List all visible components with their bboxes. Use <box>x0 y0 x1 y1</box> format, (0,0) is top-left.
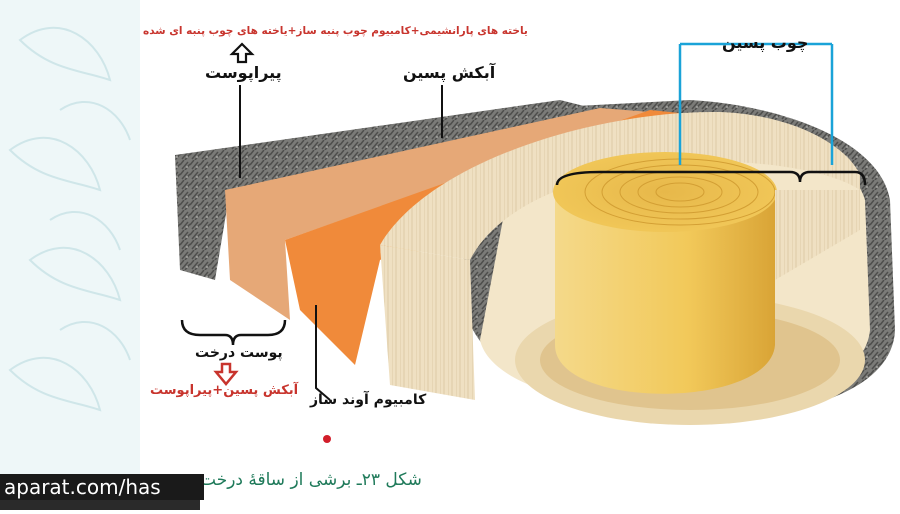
player-bar <box>0 500 200 510</box>
figure-caption: شکل ۲۳ـ برشی از ساقهٔ درخت <box>200 470 422 490</box>
sapwood-front-block <box>380 245 475 400</box>
bark-bracket <box>180 319 287 346</box>
secondary-phloem-label: آبکش پسین <box>403 63 496 82</box>
sapwood-black-bracket <box>555 170 867 186</box>
periderm-label: پیراپوست <box>205 63 282 82</box>
sapwood-bracket <box>678 42 834 165</box>
heartwood-side <box>555 190 775 394</box>
decorative-side-panel <box>0 0 140 510</box>
bark-strip <box>175 100 600 280</box>
top-red-annotation: یاخته های پارانشیمی+کامبیوم چوب پنبه ساز… <box>143 25 528 37</box>
leaf-pattern-icon <box>8 26 131 412</box>
vascular-cambium-label: کامبیوم آوند ساز <box>310 392 427 408</box>
cambium-pointer <box>315 305 331 401</box>
heartwood-top <box>553 152 777 232</box>
tree-bark-label: پوست درخت <box>195 345 283 361</box>
periderm-layer <box>225 108 650 320</box>
sapwood-band <box>380 111 860 260</box>
down-arrow-icon <box>213 362 239 386</box>
up-arrow-icon <box>229 42 255 64</box>
bark-formula-label: آبکش پسین+پیراپوست <box>150 383 299 398</box>
watermark: aparat.com/has <box>0 474 204 500</box>
sapwood-right-wedge <box>775 190 860 280</box>
phloem-layer <box>285 110 700 365</box>
pointer-dot <box>323 435 331 443</box>
secondary-xylem-label: چوب پسین <box>722 33 809 52</box>
